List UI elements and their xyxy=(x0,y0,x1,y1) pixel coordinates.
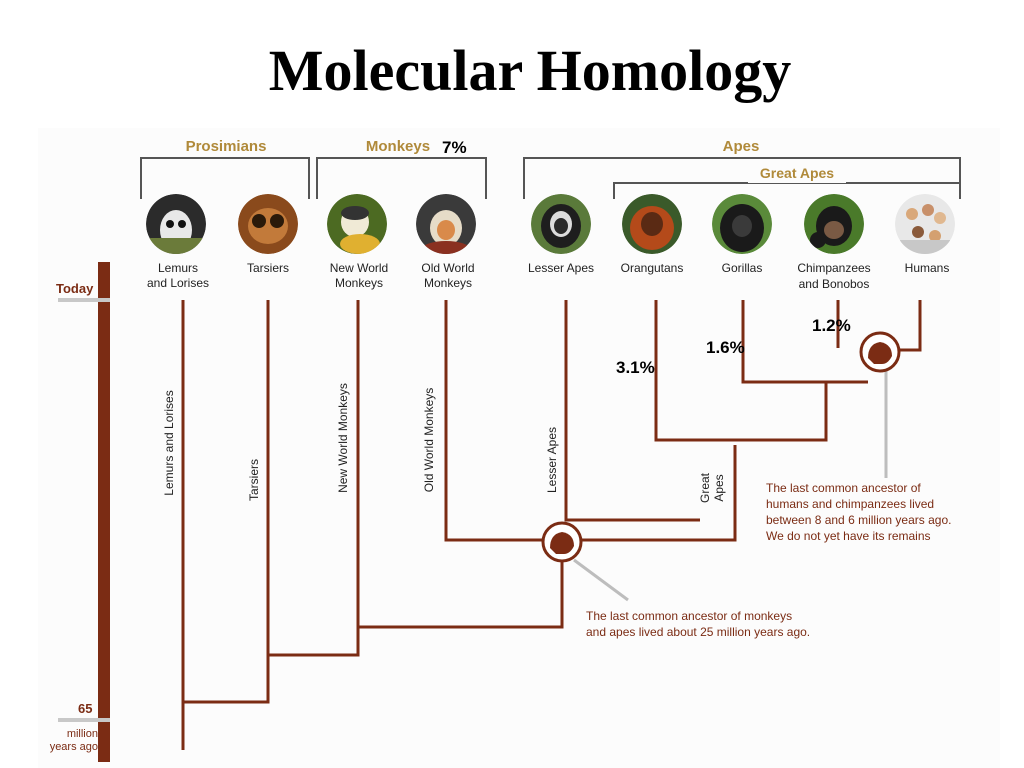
portraits xyxy=(146,194,955,254)
taxon-old-world-line1: Old World xyxy=(421,261,474,275)
lemur-portrait xyxy=(146,194,206,254)
branch-label-new-world: New World Monkeys xyxy=(336,383,350,493)
branch-label-great-apes-1: Great xyxy=(698,472,712,503)
branch-old-world xyxy=(444,300,545,542)
branch-apes-stem xyxy=(580,445,737,542)
lesser-ape-portrait xyxy=(531,194,591,254)
taxon-lemurs-line2: and Lorises xyxy=(147,276,209,290)
taxon-humans: Humans xyxy=(905,261,950,275)
branch-gorillas xyxy=(741,300,868,384)
timeline-value: 65 xyxy=(78,701,92,716)
annotation-monkeys-apes-1: The last common ancestor of monkeys xyxy=(586,609,792,623)
today-label: Today xyxy=(56,281,94,296)
taxon-new-world-line1: New World xyxy=(330,261,388,275)
humans-portrait xyxy=(895,194,955,254)
taxon-lemurs-line1: Lemurs xyxy=(158,261,198,275)
taxon-chimpanzees-line2: and Bonobos xyxy=(799,277,870,291)
taxon-lesser-apes: Lesser Apes xyxy=(528,261,594,275)
prosimians-label: Prosimians xyxy=(186,138,267,155)
annotation-monkeys-apes-2: and apes lived about 25 million years ag… xyxy=(586,625,810,639)
taxon-tarsiers: Tarsiers xyxy=(247,261,289,275)
annotation-humans-chimps-4: We do not yet have its remains xyxy=(766,529,931,543)
time-axis: Today 65 million years ago xyxy=(50,262,110,762)
branch-tarsiers xyxy=(183,300,270,704)
apes-label: Apes xyxy=(723,138,760,155)
taxon-orangutans: Orangutans xyxy=(621,261,684,275)
pct-old-world: 7% xyxy=(442,138,467,157)
annotations: The last common ancestor of monkeys and … xyxy=(586,481,951,639)
annotation-humans-chimps-1: The last common ancestor of xyxy=(766,481,921,495)
great-apes-label: Great Apes xyxy=(760,165,834,181)
ancestor-icon-1 xyxy=(550,532,574,554)
branch-new-world xyxy=(268,300,360,657)
monkeys-label: Monkeys xyxy=(366,138,430,155)
branch-label-lemurs: Lemurs and Lorises xyxy=(162,390,176,495)
taxon-labels: Lemurs and Lorises Tarsiers New World Mo… xyxy=(147,261,949,291)
new-world-monkey-portrait xyxy=(327,194,387,254)
old-world-monkey-portrait xyxy=(416,194,476,254)
tree-branches xyxy=(181,300,922,750)
ancestor-nodes xyxy=(541,331,901,602)
branch-label-old-world: Old World Monkeys xyxy=(422,388,436,492)
branch-label-great-apes-2: Apes xyxy=(712,474,726,501)
slide-title: Molecular Homology xyxy=(268,38,792,103)
pct-gorillas: 1.6% xyxy=(706,338,745,357)
million-tick xyxy=(58,718,110,722)
taxon-old-world-line2: Monkeys xyxy=(424,276,472,290)
branch-label-lesser-apes: Lesser Apes xyxy=(545,427,559,493)
pct-orangutans: 3.1% xyxy=(616,358,655,377)
taxon-new-world-line2: Monkeys xyxy=(335,276,383,290)
orangutan-portrait xyxy=(622,194,682,254)
tarsier-portrait xyxy=(238,194,298,254)
timeline-unit-2: years ago xyxy=(50,741,98,753)
taxon-gorillas: Gorillas xyxy=(722,261,763,275)
branch-label-tarsiers: Tarsiers xyxy=(247,459,261,501)
annotation-humans-chimps-3: between 8 and 6 million years ago. xyxy=(766,513,951,527)
chimpanzee-portrait xyxy=(804,194,864,254)
monkeys-bracket xyxy=(316,157,487,199)
branch-monkeys-apes xyxy=(358,560,564,629)
apes-bracket xyxy=(523,157,961,199)
branch-lesser-apes xyxy=(564,300,700,522)
pointer-monkeys-apes xyxy=(573,558,629,602)
branch-orangutans xyxy=(654,300,828,442)
ancestor-icon-2 xyxy=(868,342,892,364)
branch-labels: Lemurs and Lorises Tarsiers New World Mo… xyxy=(162,383,726,503)
gorilla-portrait xyxy=(712,194,772,254)
pct-chimpanzees: 1.2% xyxy=(812,316,851,335)
great-apes-bracket xyxy=(613,182,960,199)
today-tick xyxy=(58,298,110,302)
time-bar xyxy=(98,262,110,762)
annotation-humans-chimps-2: humans and chimpanzees lived xyxy=(766,497,934,511)
taxon-chimpanzees-line1: Chimpanzees xyxy=(797,261,870,275)
prosimians-bracket xyxy=(140,157,310,199)
timeline-unit-1: million xyxy=(67,728,98,740)
branch-humans xyxy=(900,300,922,352)
